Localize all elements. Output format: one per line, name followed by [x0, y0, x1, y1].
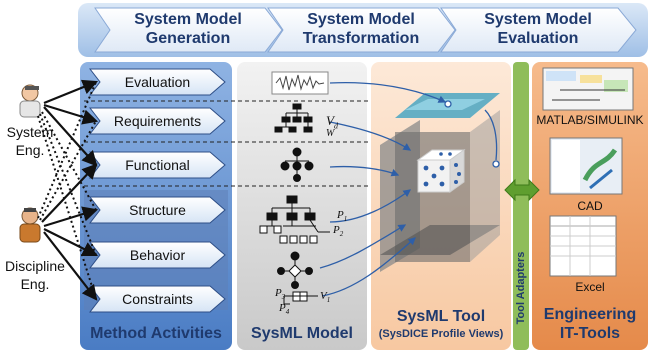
sysml-model-column	[237, 62, 367, 350]
activity-behavior: Behavior	[129, 247, 186, 263]
symbol-w: W	[326, 128, 335, 139]
symbol-p3: P3	[275, 287, 286, 302]
phase-chevron-generation	[94, 7, 283, 53]
activity-functional: Functional	[125, 157, 190, 173]
model-behavior-graph	[277, 251, 313, 289]
system-eng-arrows	[43, 79, 99, 167]
model-requirements-tree	[274, 103, 313, 133]
cad-screenshot	[549, 137, 623, 195]
discipline-engineer-label: Discipline Eng.	[5, 258, 65, 292]
sysml-tool-subtitle: (SysDICE Profile Views)	[378, 328, 504, 340]
phase-chevron-evaluation	[440, 7, 637, 53]
cad-caption: CAD	[577, 199, 603, 213]
system-engineer-icon	[19, 84, 41, 118]
activity-requirements: Requirements	[113, 113, 202, 129]
symbol-vd: Vd	[326, 113, 338, 131]
model-constraints-glyph	[283, 291, 318, 305]
matlab-screenshot	[542, 67, 634, 111]
phase-chevron-transformation	[267, 7, 456, 53]
system-engineer-label: System Eng.	[6, 124, 54, 158]
activity-constraints: Constraints	[122, 291, 193, 307]
engineering-it-tools-column	[532, 62, 648, 350]
model-evaluation-waveform	[271, 71, 329, 95]
tool-adapters-column	[513, 62, 529, 350]
phase-label-transformation: System Model Transformation	[302, 11, 420, 47]
sysml-model-title: SysML Model	[251, 325, 353, 342]
phase-label-evaluation: System Model Evaluation	[484, 11, 592, 47]
discipline-engineer-icon	[19, 207, 41, 243]
excel-screenshot	[549, 215, 617, 277]
activity-evaluation: Evaluation	[124, 74, 191, 90]
symbol-p1: P1	[337, 209, 348, 224]
phase-label-generation: System Model Generation	[134, 11, 242, 47]
symbol-p4: P4	[279, 302, 290, 317]
engineering-it-tools-title: Engineering IT-Tools	[543, 306, 637, 342]
discipline-eng-dotted-arrows	[37, 81, 97, 221]
transformation-arrows	[319, 81, 500, 297]
activity-chevrons	[88, 68, 226, 313]
tool-adapters-title: Tool Adapters	[515, 251, 527, 325]
discipline-eng-arrows	[41, 163, 99, 301]
adapter-double-arrow-icon	[504, 178, 540, 202]
model-functional-tree	[280, 147, 314, 182]
sysml-tool-title: SysML Tool	[396, 308, 486, 325]
method-activities-title: Method Activities	[90, 325, 222, 342]
matlab-caption: MATLAB/SIMULINK	[536, 113, 644, 127]
symbol-p2: P2	[333, 224, 344, 239]
row-separators	[84, 100, 370, 187]
excel-caption: Excel	[575, 280, 605, 294]
system-eng-dotted-arrows	[37, 111, 97, 300]
model-structure-tree	[259, 195, 330, 244]
activity-structure: Structure	[129, 202, 186, 218]
symbol-v1: V1	[320, 290, 331, 305]
